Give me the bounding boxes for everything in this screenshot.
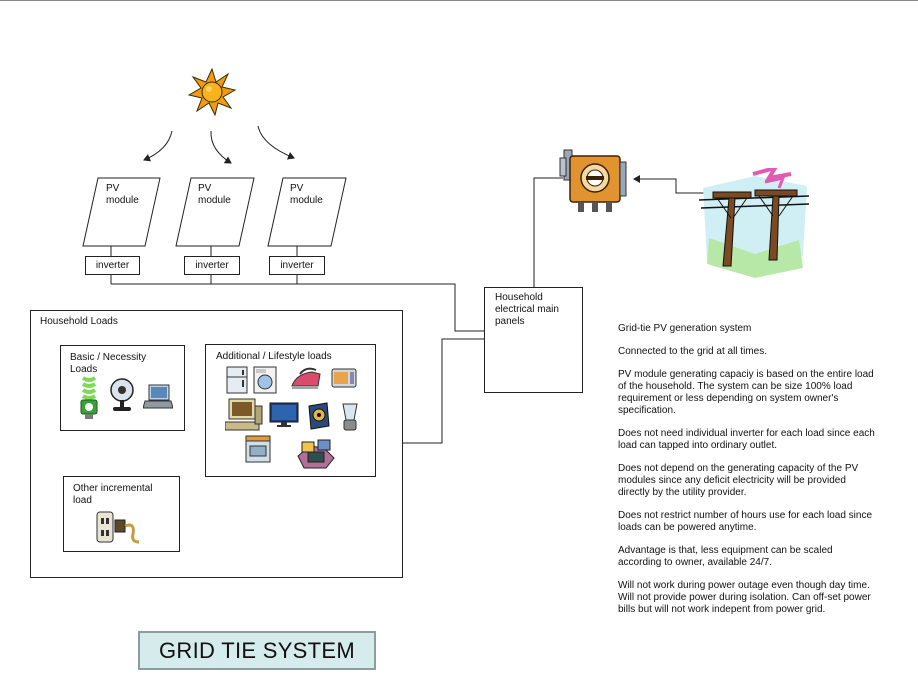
meter-icon — [559, 149, 627, 212]
description-line: Will not work during power outage even t… — [618, 580, 871, 615]
sun-arrow-1 — [143, 130, 173, 162]
description-panel: Grid-tie PV generation system Connected … — [618, 323, 878, 627]
other-loads-label: Other incremental load — [73, 483, 153, 506]
washer-icon — [253, 366, 277, 394]
description-line: Advantage is that, less equipment can be… — [618, 545, 833, 568]
grid-arrow — [633, 175, 713, 194]
description-line: Connected to the grid at all times. — [618, 346, 767, 357]
power-lines-icon — [698, 168, 810, 278]
outlet-plug-icon — [96, 511, 140, 544]
inverter-1: inverter — [85, 256, 140, 275]
pv-module-1-shape — [82, 177, 161, 247]
fan-icon — [110, 378, 134, 411]
inverter-bus — [111, 283, 484, 332]
panel-meter-link — [533, 177, 563, 287]
pv-module-2-shape — [175, 177, 255, 247]
computer-icon — [225, 398, 263, 431]
basic-loads-label: Basic / Necessity Loads — [70, 352, 147, 375]
other-loads-box: Other incremental load — [63, 476, 180, 552]
description-line: Does not depend on the generating capaci… — [618, 463, 859, 498]
pv-module-1-label: PV module — [106, 183, 139, 206]
loads-feed — [402, 338, 484, 444]
tv-icon — [269, 402, 299, 427]
appliance-pile-icon — [297, 439, 335, 469]
main-panel-label: Household electrical main panels — [495, 292, 559, 327]
sun-arrow-3 — [257, 125, 295, 160]
description-line: Grid-tie PV generation system — [618, 323, 752, 334]
main-panel-box: Household electrical main panels — [484, 287, 583, 393]
sun-arrow-2 — [210, 130, 232, 164]
top-border — [0, 0, 918, 1]
description-line: Does not need individual inverter for ea… — [618, 428, 875, 451]
inverter-2: inverter — [184, 256, 240, 275]
inverter-3: inverter — [269, 256, 325, 275]
pv-module-3-shape — [267, 177, 347, 247]
laptop-icon — [143, 384, 173, 409]
description-line: PV module generating capaciy is based on… — [618, 369, 874, 416]
stove-icon — [245, 435, 271, 463]
additional-loads-label: Additional / Lifestyle loads — [216, 351, 332, 362]
sun-icon — [188, 68, 236, 116]
blender-icon — [342, 403, 358, 431]
pv-module-2-label: PV module — [198, 183, 231, 206]
dvd-icon — [308, 402, 330, 430]
cfl-bulb-icon — [80, 376, 98, 419]
microwave-icon — [331, 368, 357, 388]
description-line: Does not restrict number of hours use fo… — [618, 510, 873, 533]
grid-tie-title: GRID TIE SYSTEM — [138, 631, 376, 670]
iron-icon — [291, 367, 321, 389]
fridge-icon — [226, 366, 248, 394]
pv-module-3-label: PV module — [290, 183, 323, 206]
household-loads-title: Household Loads — [40, 316, 118, 327]
